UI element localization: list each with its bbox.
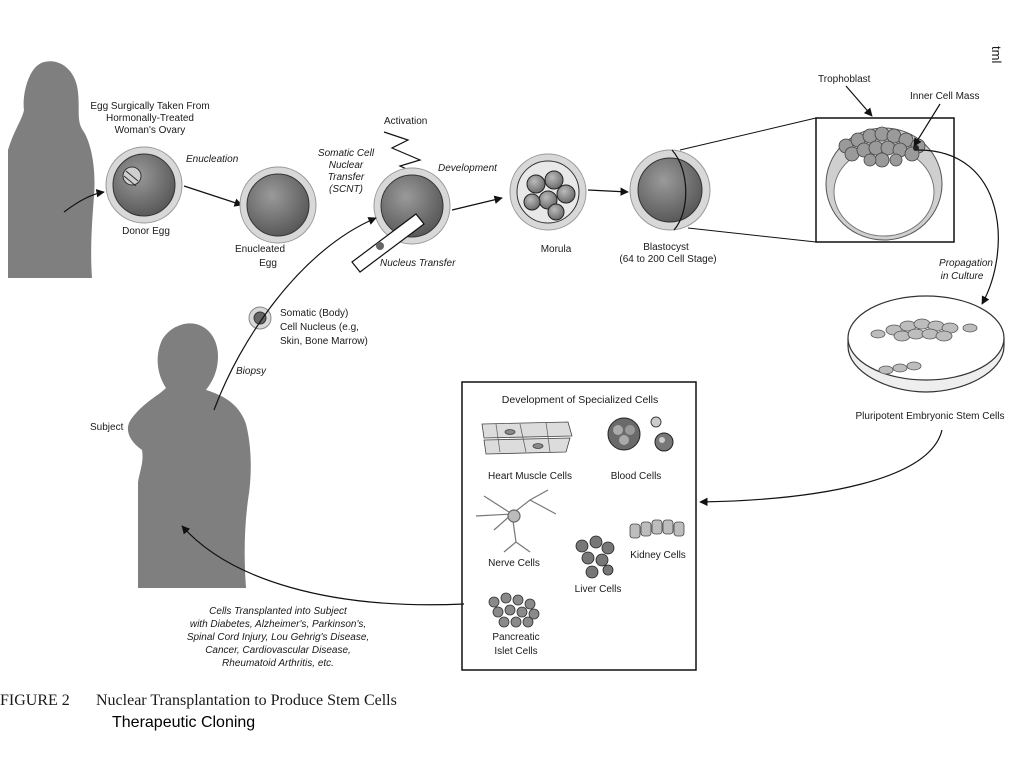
svg-text:Pancreatic: Pancreatic [492, 632, 539, 643]
morula-label: Morula [541, 244, 572, 255]
zoom-line-bottom [687, 227, 817, 243]
svg-text:Cells Transplanted into Subjec: Cells Transplanted into Subject [209, 606, 348, 617]
figure-subtitle: Therapeutic Cloning [112, 714, 256, 731]
inner-cell-mass-label: Inner Cell Mass [910, 91, 979, 102]
svg-text:Woman's Ovary: Woman's Ovary [115, 125, 186, 136]
subject-label: Subject [90, 422, 124, 433]
somatic-nucleus [248, 306, 272, 330]
inner-cell-mass-pointer [913, 103, 941, 147]
figure-number: FIGURE 2 [0, 692, 70, 709]
svg-text:Propagation: Propagation [939, 258, 993, 269]
biopsy-label: Biopsy [236, 366, 267, 377]
svg-text:Somatic (Body): Somatic (Body) [280, 308, 348, 319]
kidney-label: Kidney Cells [630, 550, 686, 561]
blastocyst [629, 149, 711, 231]
blood-cells [607, 416, 674, 452]
lightning-icon [383, 131, 423, 177]
stem-cells-label: Pluripotent Embryonic Stem Cells [856, 411, 1005, 422]
zoom-line-top [679, 117, 817, 151]
petri-dish [847, 295, 1005, 393]
injection-needle [351, 213, 425, 273]
blood-label: Blood Cells [611, 471, 662, 482]
blastocyst-label: Blastocyst (64 to 200 Cell Stage) [619, 242, 716, 265]
svg-text:Islet Cells: Islet Cells [494, 646, 537, 657]
arrow-transplant [181, 525, 465, 606]
enucleation-label: Enucleation [186, 154, 239, 165]
activation-label: Activation [384, 116, 427, 127]
svg-text:with Diabetes, Alzheimer's, Pa: with Diabetes, Alzheimer's, Parkinson's, [190, 619, 366, 630]
donor-egg-label: Donor Egg [122, 226, 170, 237]
enucleated-egg [239, 166, 317, 244]
svg-text:Cell Nucleus (e.g,: Cell Nucleus (e.g, [280, 322, 359, 333]
nerve-label: Nerve Cells [488, 558, 540, 569]
liver-cells [575, 535, 615, 579]
figure-title: Nuclear Transplantation to Produce Stem … [96, 692, 397, 709]
svg-text:Egg: Egg [259, 258, 277, 269]
svg-text:Transfer: Transfer [328, 172, 365, 183]
nucleus-transfer-label: Nucleus Transfer [380, 258, 456, 269]
svg-text:(SCNT): (SCNT) [329, 184, 363, 195]
heart-muscle-cells [481, 421, 573, 455]
svg-text:(64 to 200 Cell Stage): (64 to 200 Cell Stage) [619, 254, 716, 265]
subject-silhouette [127, 323, 251, 588]
svg-text:in Culture: in Culture [941, 271, 984, 282]
arrow-morula-to-blastocyst [587, 187, 629, 196]
svg-text:Hormonally-Treated: Hormonally-Treated [106, 113, 194, 124]
development-label: Development [438, 163, 498, 174]
specialized-title: Development of Specialized Cells [502, 394, 658, 406]
svg-text:Somatic Cell: Somatic Cell [318, 148, 375, 159]
heart-label: Heart Muscle Cells [488, 471, 572, 482]
woman-silhouette [8, 61, 95, 278]
svg-text:Nuclear: Nuclear [329, 160, 364, 171]
arrow-development [451, 195, 503, 211]
scnt-label: Somatic Cell Nuclear Transfer (SCNT) [318, 148, 375, 195]
pancreatic-label: Pancreatic Islet Cells [492, 632, 539, 657]
arrow-enucleation [183, 185, 243, 207]
blastocyst-detail [815, 117, 955, 243]
svg-text:Spinal Cord Injury, Lou Gehrig: Spinal Cord Injury, Lou Gehrig's Disease… [187, 632, 369, 643]
trophoblast-label: Trophoblast [818, 74, 871, 85]
somatic-nucleus-label: Somatic (Body) Cell Nucleus (e.g, Skin, … [280, 308, 368, 347]
svg-text:Blastocyst: Blastocyst [643, 242, 689, 253]
liver-label: Liver Cells [575, 584, 622, 595]
arrow-biopsy [213, 217, 377, 411]
nerve-cells [475, 489, 557, 553]
morula [509, 153, 587, 231]
egg-source-label: Egg Surgically Taken From Hormonally-Tre… [90, 101, 209, 136]
figure-caption: FIGURE 2 Nuclear Transplantation to Produ… [0, 692, 397, 710]
pancreatic-islet-cells [488, 592, 540, 628]
svg-text:Skin, Bone Marrow): Skin, Bone Marrow) [280, 336, 368, 347]
trophoblast-pointer [845, 85, 873, 117]
svg-text:Cancer, Cardiovascular Disease: Cancer, Cardiovascular Disease, [205, 645, 351, 656]
arrow-woman-to-egg [63, 189, 105, 213]
scnt-egg [373, 167, 451, 245]
transplant-label: Cells Transplanted into Subject with Dia… [187, 606, 369, 669]
kidney-cells [629, 519, 685, 539]
arrow-propagation [917, 149, 999, 305]
propagation-label: Propagation in Culture [939, 258, 993, 282]
enucleated-egg-label: Enucleated Egg [235, 244, 285, 269]
svg-text:Enucleated: Enucleated [235, 244, 285, 255]
donor-egg [105, 146, 183, 224]
arrow-to-specialized [699, 429, 943, 507]
svg-text:Rheumatoid Arthritis, etc.: Rheumatoid Arthritis, etc. [222, 658, 334, 669]
svg-text:Egg Surgically Taken From: Egg Surgically Taken From [90, 101, 209, 112]
corner-mark: tml [989, 46, 1004, 63]
